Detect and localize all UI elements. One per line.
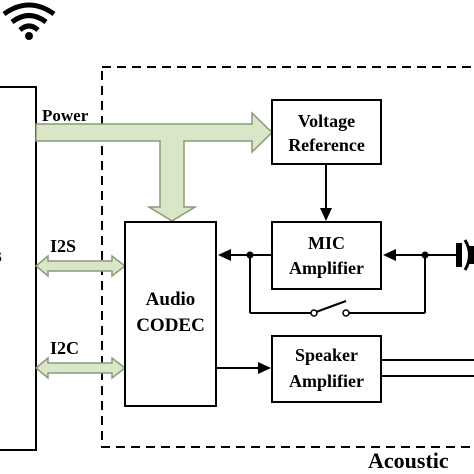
power-bus-arrow	[35, 111, 274, 222]
voltage-reference-label-line2: Reference	[288, 135, 365, 155]
i2c-bus-arrow	[34, 356, 127, 380]
microphone-icon	[456, 239, 474, 271]
speaker-amplifier-block	[271, 335, 382, 403]
vref-to-mic-arrow	[320, 164, 332, 221]
mic-amplifier-label-line1: MIC	[308, 233, 345, 253]
i2s-bus-arrow	[34, 254, 127, 278]
wifi-icon	[2, 2, 56, 40]
i2c-label: I2C	[50, 338, 79, 358]
voltage-reference-label-line1: Voltage	[298, 111, 355, 131]
mic-input-arrow	[383, 249, 456, 261]
mic-amplifier-block	[271, 221, 382, 290]
power-label: Power	[42, 106, 89, 125]
audio-codec-block	[124, 221, 217, 407]
mic-to-codec-arrow	[218, 249, 272, 261]
host-block-label: s	[0, 245, 2, 267]
host-block	[0, 86, 37, 451]
switch-icon	[310, 300, 350, 317]
speaker-output-lines	[381, 359, 474, 377]
bypass-switch-path	[246, 251, 429, 314]
audio-codec-label-line1: Audio	[146, 289, 196, 310]
audio-codec-label-line2: CODEC	[136, 315, 205, 336]
acoustic-region	[101, 66, 474, 448]
acoustic-region-label: Acoustic	[368, 448, 449, 473]
codec-to-speaker-arrow	[216, 362, 271, 374]
speaker-amplifier-label-line2: Amplifier	[289, 371, 364, 391]
i2s-label: I2S	[50, 236, 76, 256]
speaker-amplifier-label-line1: Speaker	[295, 345, 358, 365]
mic-amplifier-label-line2: Amplifier	[289, 258, 364, 278]
